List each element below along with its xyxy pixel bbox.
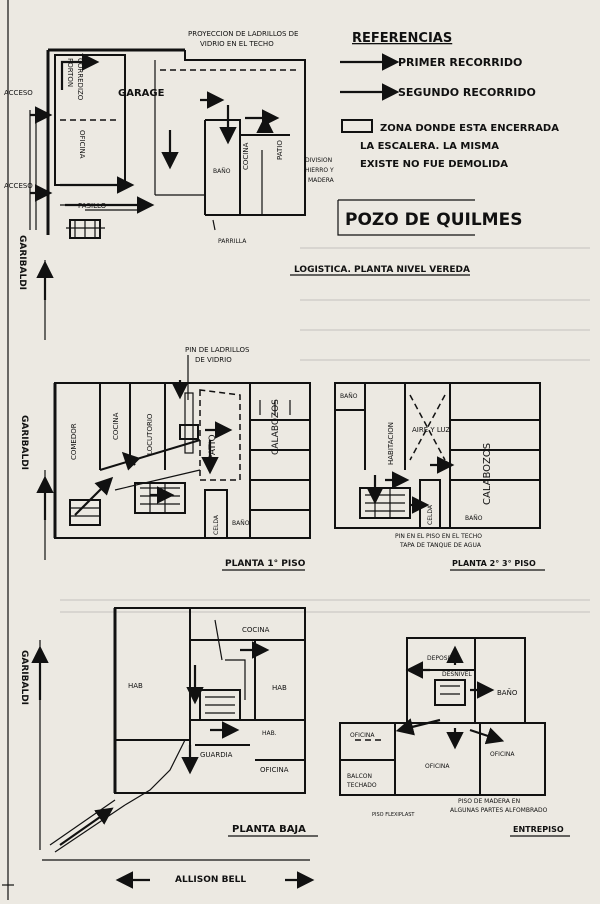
legend-first-route: PRIMER RECORRIDO <box>398 56 522 69</box>
caption-vereda: LOGISTICA. PLANTA NIVEL VEREDA <box>294 265 470 275</box>
guardia-label: GUARDIA <box>200 751 233 759</box>
patio-label: PATIO <box>276 140 284 160</box>
bano-label: BAÑO <box>497 688 518 697</box>
plan-segundo-piso: BAÑO AIRE Y LUZ HABITACION CALABOZOS CEL… <box>334 382 545 571</box>
aire-luz-label: AIRE Y LUZ <box>412 426 450 434</box>
street-garibaldi-3: GARIBALDI <box>19 650 29 705</box>
calabozos-label: CALABOZOS <box>482 443 493 505</box>
comedor-label: COMEDOR <box>70 423 78 460</box>
acceso-bottom-label: ACCESO <box>4 182 33 190</box>
plan-baja: COCINA HAB HAB HAB. GUARDIA OFICINA GARI… <box>19 607 318 861</box>
acceso-top-label: ACCESO <box>4 89 33 97</box>
staircase-icon <box>440 685 460 695</box>
projection-label-1: PROYECCION DE LADRILLOS DE <box>188 30 298 38</box>
street-garibaldi-1: GARIBALDI <box>17 235 27 290</box>
title-box: POZO DE QUILMES <box>337 199 522 236</box>
habitacion-label: HABITACION <box>387 422 395 465</box>
oficina-label: OFICINA <box>78 130 86 159</box>
staircase-icon <box>66 220 105 238</box>
celda-label: CELDA <box>213 514 220 535</box>
legend-zone-line3: EXISTE NO FUE DEMOLIDA <box>360 159 508 170</box>
bano-label: BAÑO <box>232 520 250 527</box>
cocina-label: COCINA <box>112 412 120 440</box>
legend-zone-line1: ZONA DONDE ESTA ENCERRADA <box>380 123 559 134</box>
locutorio-label: LOCUTORIO <box>146 413 154 455</box>
note-line2: TAPA DE TANQUE DE AGUA <box>399 542 482 549</box>
legend-zone-line2: LA ESCALERA. LA MISMA <box>360 141 499 152</box>
division-label-1: DIVISION <box>305 157 332 164</box>
projection-label-2: VIDRIO EN EL TECHO <box>200 40 274 48</box>
hab-left-label: HAB <box>128 682 143 690</box>
celda-label: CELDA <box>427 504 434 525</box>
plan-primer-piso: PIN DE LADRILLOS DE VIDRIO COMEDOR COCIN… <box>19 346 311 571</box>
balcon-label-1: BALCON <box>347 773 372 780</box>
pasillo-label: PASILLO <box>78 202 107 210</box>
staircase-icon <box>205 696 235 714</box>
oficina-left-label: OFICINA <box>350 732 375 739</box>
caption-entrepiso: ENTREPISO <box>513 825 564 834</box>
note-line1: PIN EN EL PISO EN EL TECHO <box>395 533 482 540</box>
legend-title: REFERENCIAS <box>352 31 452 46</box>
balcon-label-2: TECHADO <box>346 782 377 789</box>
bano-label: BAÑO <box>213 168 231 175</box>
street-allison-bell: ALLISON BELL <box>175 875 246 885</box>
bano-label: BAÑO <box>340 393 358 400</box>
street-garibaldi-2: GARIBALDI <box>19 415 29 470</box>
oficina-label: OFICINA <box>260 766 289 774</box>
oficina-right-label: OFICINA <box>490 751 515 758</box>
plan-vereda: PROYECCION DE LADRILLOS DE VIDRIO EN EL … <box>4 30 470 340</box>
caption-segundo-piso: PLANTA 2° 3° PISO <box>452 559 536 568</box>
bano-2-label: BAÑO <box>465 515 483 522</box>
oficina-center-label: OFICINA <box>425 763 450 770</box>
division-label-3: MADERA <box>308 177 335 184</box>
madera-label-1: PISO DE MADERA EN <box>458 798 520 805</box>
legend: REFERENCIAS PRIMER RECORRIDO SEGUNDO REC… <box>340 31 559 170</box>
staircase-icon <box>140 483 180 513</box>
porton-label-1: PORTON <box>66 58 74 87</box>
caption-primer-piso: PLANTA 1° PISO <box>225 559 306 569</box>
hab-right-label: HAB <box>272 684 287 692</box>
pin-label-2: DE VIDRIO <box>195 356 232 364</box>
desnivel-label: DESNIVEL <box>442 671 472 678</box>
cocina-label: COCINA <box>242 142 250 170</box>
porton-label-2: CORREDIZO <box>76 58 84 101</box>
deposito-label: DEPOSITO <box>427 655 458 662</box>
staircase-icon <box>365 488 405 518</box>
background-text <box>60 247 590 613</box>
plan-entrepiso: DEPOSITO DESNIVEL BAÑO OFICINA OFICINA O… <box>339 637 570 837</box>
madera-label-2: ALGUNAS PARTES ALFOMBRADO <box>450 807 548 814</box>
division-label-2: HIERRO Y <box>305 167 334 174</box>
pin-label-1: PIN DE LADRILLOS <box>185 346 250 354</box>
legend-rectangle-icon <box>341 119 373 133</box>
garage-label: GARAGE <box>118 88 165 99</box>
legend-second-route: SEGUNDO RECORRIDO <box>398 86 536 99</box>
parrilla-label: PARRILLA <box>218 238 247 245</box>
piso-flexiplast-label: PISO FLEXIPLAST <box>372 812 415 818</box>
page-title: POZO DE QUILMES <box>345 210 522 230</box>
patio-label: PATIO <box>208 434 218 460</box>
hab-small-label: HAB. <box>262 730 277 737</box>
cocina-label: COCINA <box>242 626 270 634</box>
calabozos-label: CALABOZOS <box>271 399 281 455</box>
caption-planta-baja: PLANTA BAJA <box>232 824 306 835</box>
